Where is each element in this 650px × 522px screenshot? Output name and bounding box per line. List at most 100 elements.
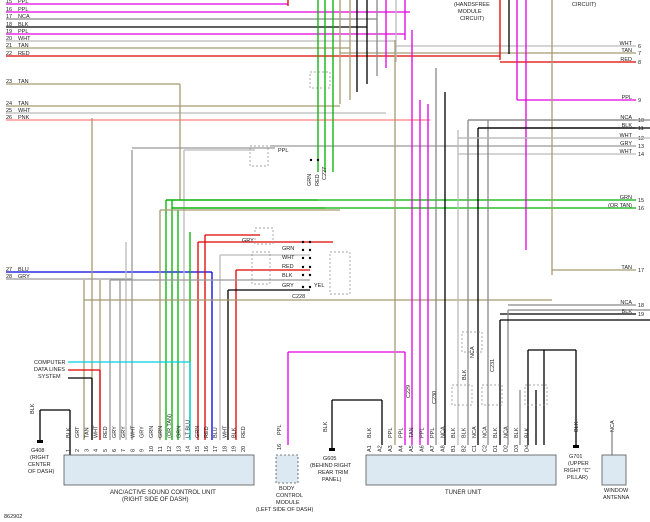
tuner-pin-num: A8 [441, 445, 447, 452]
anc-pin: 12(OR TAN) [167, 414, 173, 452]
tuner-unit-name: TUNER UNIT [445, 490, 482, 496]
g605-desc: (BEHIND RIGHT [310, 463, 352, 469]
anc-pin-num: 10 [149, 446, 155, 452]
tuner-pin-color: BLK [367, 427, 373, 438]
left-wire-23: 23 TAN [6, 79, 180, 85]
ground-g605: BLK G605 (BEHIND RIGHT REAR TRIM PANEL) [310, 421, 352, 483]
right-wire-color: BLK [622, 309, 633, 315]
anc-pin-color: RED [204, 426, 210, 438]
left-wire-num: 19 [6, 29, 12, 35]
left-wire-color: PPL [18, 29, 28, 35]
tuner-pin-num: A2 [378, 445, 384, 452]
tuner-pin-color: NCA [472, 426, 478, 438]
splice-label: C228 [292, 294, 305, 300]
g408-name: G408 [31, 448, 44, 454]
mid-label: GRN [282, 246, 294, 252]
g408-desc: CENTER [28, 462, 51, 468]
computer-data-text: COMPUTER [34, 360, 66, 366]
left-wire-num: 21 [6, 43, 12, 49]
right-wire-color: TAN [621, 48, 632, 54]
right-wire-color: WHT [619, 149, 632, 155]
right-wire-num: 8 [638, 60, 641, 66]
anc-pin-num: 18 [222, 446, 228, 452]
mid-label: GRY [242, 238, 254, 244]
g605-desc: PANEL) [322, 477, 342, 483]
anc-pin-num: 8 [130, 449, 136, 452]
anc-pin-num: 17 [213, 446, 219, 452]
circuit-label: CIRCUIT) [572, 2, 596, 8]
right-wire-num: 17 [638, 268, 644, 274]
anc-pin-num: 6 [112, 449, 118, 452]
right-wire-num: 6 [638, 44, 641, 50]
anc-pin-num: 9 [140, 449, 146, 452]
left-wire-num: 26 [6, 115, 12, 121]
left-wire-num: 23 [6, 79, 12, 85]
left-wire-num: 28 [6, 274, 12, 280]
body-control-module: 16 PPL BODY CONTROL MODULE (LEFT SIDE OF… [256, 425, 314, 513]
tuner-pin-num: D4 [525, 445, 531, 452]
left-wire-color: PPL [18, 7, 28, 13]
anc-pin-num: 5 [103, 449, 109, 452]
bcm-sub: (LEFT SIDE OF DASH) [256, 507, 314, 513]
right-wire-num: 9 [638, 98, 641, 104]
tuner-pin-num: A3 [388, 445, 394, 452]
right-wire-8: 8 RED [500, 57, 641, 66]
tuner-pin: A8 NCA [441, 426, 447, 452]
tuner-pin-color: BLK [451, 427, 457, 438]
tuner-pin-num: C2 [483, 445, 489, 452]
splice-label: C230 [432, 391, 438, 404]
left-wire-num: 17 [6, 14, 12, 20]
anc-unit-box [63, 454, 255, 486]
tuner-pin-color: NCA [441, 426, 447, 438]
anc-pin-num: 1 [66, 449, 72, 452]
tuner-pin-num: A7 [430, 445, 436, 452]
left-wire-num: 20 [6, 36, 12, 42]
left-wire-color: NCA [18, 14, 30, 20]
left-wire-color: PNK [18, 115, 30, 121]
tuner-pin-num: D3 [514, 445, 520, 452]
right-wire-color: GRN [620, 195, 632, 201]
right-wire-num: 7 [638, 51, 641, 57]
left-wire-color: WHT [18, 36, 31, 42]
figure-id: 862902 [4, 514, 22, 520]
computer-data-text: DATA LINES [34, 367, 65, 373]
left-wire-num: 15 [6, 0, 12, 5]
handsfree-label: MODULE [458, 9, 482, 15]
g408-desc: (RIGHT [30, 455, 50, 461]
mid-label: RED [315, 174, 321, 186]
right-wire-color: RED [620, 57, 632, 63]
left-wire-color: TAN [18, 79, 29, 85]
g701-name: G701 [569, 454, 582, 460]
right-wire-color: NCA [620, 115, 632, 121]
anc-pin-num: 13 [176, 446, 182, 452]
tuner-pin-color: NCA [483, 426, 489, 438]
anc-unit-sub: (RIGHT SIDE OF DASH) [122, 497, 189, 503]
mid-label: YEL [314, 283, 324, 289]
tuner-pin: A2 [378, 445, 384, 452]
right-wire-num: 16 [638, 206, 644, 212]
mid-labels: GRY GRN WHT RED BLK GRY YEL PPL RED GRN … [242, 148, 476, 380]
left-wire-color: RED [18, 51, 30, 57]
anc-pin-num: 16 [204, 446, 210, 452]
top-labels: (HANDSFREE MODULE CIRCUIT) CIRCUIT) [454, 2, 596, 22]
computer-data-label: COMPUTER DATA LINES SYSTEM [34, 360, 66, 380]
splice-boxes [249, 71, 548, 406]
anc-pin-color: GRT [75, 426, 81, 438]
anc-pin-color: WHT [94, 425, 100, 438]
anc-pin-color: (OR TAN) [167, 414, 173, 438]
anc-pin-color: GRY [121, 426, 127, 438]
anc-pin-num: 4 [94, 449, 100, 452]
